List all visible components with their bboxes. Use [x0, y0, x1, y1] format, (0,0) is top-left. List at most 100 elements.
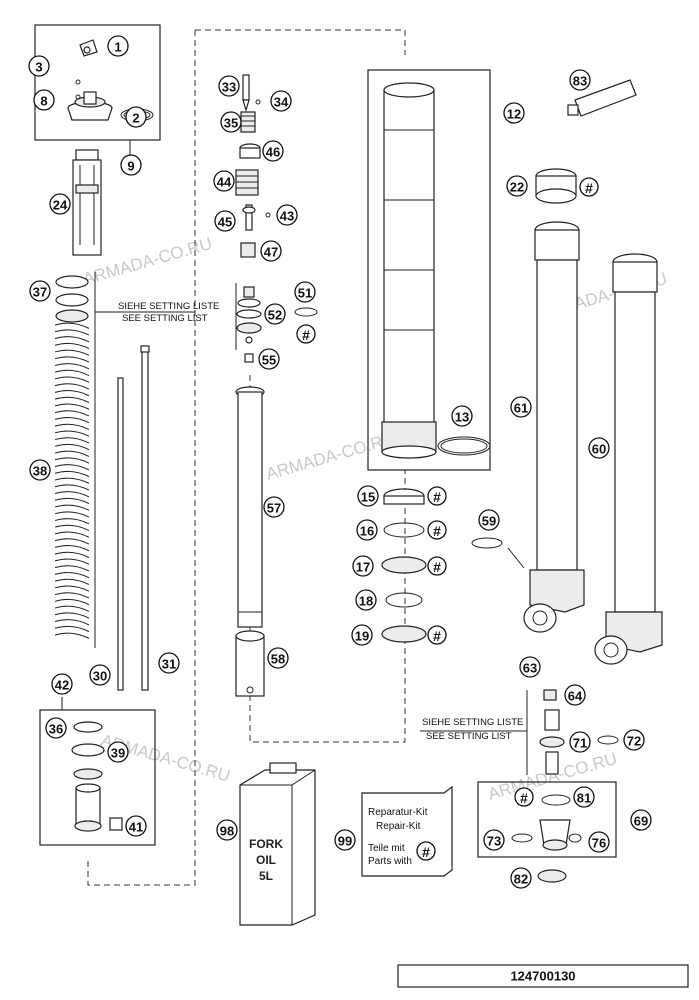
- svg-text:71: 71: [573, 736, 587, 751]
- callout-42: 42: [51, 673, 73, 695]
- callout-55: 55: [258, 348, 280, 370]
- svg-text:#: #: [585, 180, 593, 196]
- oil-can-label-2: OIL: [256, 853, 276, 867]
- svg-text:57: 57: [267, 501, 281, 516]
- callout-18: 18: [355, 589, 377, 611]
- fork-cap-group: [34, 24, 161, 155]
- svg-text:22: 22: [510, 180, 524, 195]
- svg-text:33: 33: [222, 80, 236, 95]
- seal-stack: [381, 488, 525, 643]
- svg-text:15: 15: [361, 490, 375, 505]
- svg-text:38: 38: [33, 464, 47, 479]
- svg-text:42: 42: [55, 678, 69, 693]
- callout-59: 59: [478, 509, 500, 531]
- repair-kit-box: Reparatur-Kit Repair-Kit Teile mit Parts…: [361, 785, 453, 877]
- svg-text:41: 41: [129, 820, 143, 835]
- document-number-box: 124700130: [397, 964, 689, 988]
- svg-text:34: 34: [274, 95, 289, 110]
- fork-oil-can: FORK OIL 5L: [239, 762, 316, 926]
- callout-61: 61: [510, 396, 532, 418]
- svg-text:37: 37: [33, 285, 47, 300]
- svg-text:98: 98: [220, 824, 234, 839]
- svg-text:24: 24: [53, 198, 68, 213]
- svg-text:44: 44: [217, 175, 232, 190]
- callout-35: 35: [220, 111, 242, 133]
- callout-46: 46: [262, 140, 284, 162]
- svg-text:99: 99: [338, 834, 352, 849]
- svg-text:#: #: [433, 489, 441, 505]
- damper-tube: [235, 386, 265, 697]
- svg-text:30: 30: [93, 669, 107, 684]
- svg-text:83: 83: [573, 74, 587, 89]
- grease-tube-83: [567, 79, 637, 117]
- callout-63: 63: [519, 656, 541, 678]
- callout-71: 71: [569, 731, 591, 753]
- callout-41: 41: [125, 815, 147, 837]
- svg-text:#: #: [520, 790, 528, 806]
- oil-can-label-1: FORK: [249, 837, 283, 851]
- svg-text:#: #: [422, 844, 430, 860]
- svg-text:72: 72: [627, 734, 641, 749]
- callout-30: 30: [89, 664, 111, 686]
- callout-76: 76: [588, 831, 610, 853]
- callout-17: 17: [352, 555, 374, 577]
- repair-kit-line-4: Parts with: [368, 856, 412, 867]
- callout-81: 81: [573, 786, 595, 808]
- svg-text:13: 13: [455, 410, 469, 425]
- callout-36: 36: [45, 717, 67, 739]
- callout-47: 47: [260, 240, 282, 262]
- callout-58: 58: [267, 647, 289, 669]
- base-valve-group: [477, 781, 617, 883]
- callout-43: 43: [276, 204, 298, 226]
- hash-markers: ########: [296, 177, 599, 861]
- svg-text:#: #: [433, 559, 441, 575]
- rods: [117, 345, 150, 691]
- svg-text:2: 2: [132, 111, 139, 126]
- hash-marker: #: [579, 177, 599, 197]
- callout-24: 24: [49, 193, 71, 215]
- oil-can-label-3: 5L: [259, 869, 273, 883]
- svg-text:47: 47: [264, 245, 278, 260]
- hash-marker: #: [427, 486, 447, 506]
- compression-group: [39, 697, 156, 846]
- svg-text:19: 19: [355, 629, 369, 644]
- callout-12: 12: [503, 102, 525, 124]
- callout-9: 9: [120, 154, 142, 176]
- callout-13: 13: [451, 405, 473, 427]
- callout-31: 31: [158, 652, 180, 674]
- callout-1: 1: [107, 35, 129, 57]
- svg-text:8: 8: [40, 94, 47, 109]
- callout-64: 64: [564, 684, 586, 706]
- callout-60: 60: [588, 437, 610, 459]
- svg-text:17: 17: [356, 560, 370, 575]
- svg-text:31: 31: [162, 657, 176, 672]
- setting-note-de-left: SIEHE SETTING LISTE: [118, 301, 219, 312]
- spring-assembly: [54, 272, 195, 648]
- outer-tube-group: [367, 69, 491, 471]
- svg-text:36: 36: [49, 722, 63, 737]
- callout-19: 19: [351, 624, 373, 646]
- callout-57: 57: [263, 496, 285, 518]
- svg-text:12: 12: [507, 107, 521, 122]
- svg-text:82: 82: [514, 872, 528, 887]
- callout-82: 82: [510, 867, 532, 889]
- callout-15: 15: [357, 485, 379, 507]
- callout-83: 83: [569, 69, 591, 91]
- callout-39: 39: [107, 741, 129, 763]
- callout-72: 72: [623, 729, 645, 751]
- callout-45: 45: [214, 210, 236, 232]
- callout-22: 22: [506, 175, 528, 197]
- callout-52: 52: [264, 303, 286, 325]
- callout-73: 73: [483, 829, 505, 851]
- callout-34: 34: [270, 90, 292, 112]
- hash-marker: #: [296, 324, 316, 344]
- svg-text:63: 63: [523, 661, 537, 676]
- svg-text:58: 58: [271, 652, 285, 667]
- svg-text:35: 35: [224, 116, 238, 131]
- repair-kit-line-3: Teile mit: [368, 843, 405, 854]
- svg-text:73: 73: [487, 834, 501, 849]
- bushing-22: [535, 168, 577, 204]
- svg-text:76: 76: [592, 836, 606, 851]
- svg-text:45: 45: [218, 215, 232, 230]
